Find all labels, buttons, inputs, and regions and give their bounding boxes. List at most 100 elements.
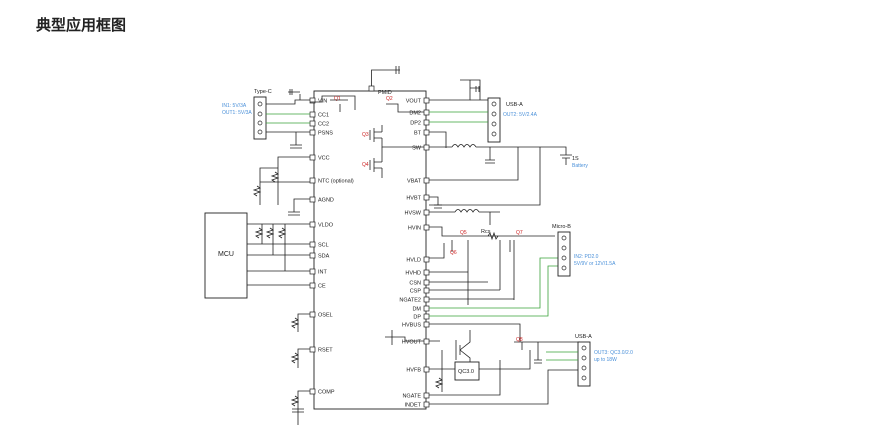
pin-hvsw (423, 209, 430, 216)
pin-sda-label: SDA (318, 254, 330, 260)
pin-int-label: INT (318, 270, 328, 276)
pin-comp-label: COMP (318, 390, 335, 396)
comp-network (290, 390, 310, 425)
pin-hvin-label: HVIN (408, 226, 421, 232)
qc30-block (454, 361, 480, 381)
pmid-pin (368, 85, 375, 92)
pin-ntc-label: NTC (optional) (318, 179, 354, 185)
pin-int (309, 268, 316, 275)
q1-label: Q1 (334, 96, 341, 102)
pin-csp (423, 287, 430, 294)
pin-dp2-label: DP2 (410, 121, 421, 127)
pin-hvout-label: HVOUT (402, 340, 422, 346)
pin-rset (309, 346, 316, 353)
pin-sda (309, 252, 316, 259)
typec-name: Type-C (254, 89, 272, 95)
pin-dm (423, 305, 430, 312)
q1-wire (310, 95, 356, 110)
mcu-block (204, 212, 248, 299)
pin-csp-label: CSP (410, 289, 422, 295)
ngate-indet-wires (429, 360, 580, 405)
typec-desc-1: IN1: 5V/3A (222, 103, 247, 109)
pin-sw-label: SW (412, 146, 422, 152)
pin-ce (309, 282, 316, 289)
pin-indet-label: INDET (405, 403, 422, 409)
q2-label: Q2 (386, 96, 393, 102)
pullup-resistors (254, 227, 287, 239)
pin-vcc-label: VCC (318, 156, 330, 162)
mcu-label: MCU (218, 251, 234, 258)
usba-bottom-name: USB-A (575, 334, 592, 340)
microb-desc-2: 5V/9V or 12V/1.5A (574, 261, 616, 267)
pin-hvbt (423, 194, 430, 201)
usba-top-desc: OUT2: 5V/2.4A (503, 112, 538, 118)
typec-desc-2: OUT1: 5V/3A (222, 110, 252, 116)
pin-hvout (423, 338, 430, 345)
battery-name: 1S (572, 156, 579, 162)
page-title: 典型应用框图 (36, 16, 127, 34)
hvbus-hvout-wires (385, 323, 521, 345)
pin-csn-label: CSN (409, 281, 421, 287)
battery-desc: Battery (572, 163, 588, 169)
vcc-ntc-network (259, 156, 310, 205)
sw-inductor (451, 144, 477, 148)
qc30-label: QC3.0 (458, 369, 474, 375)
pin-vcc (309, 154, 316, 161)
battery-symbol: 1S Battery (560, 146, 588, 169)
pin-dm-label: DM (412, 307, 421, 313)
pin-csn (423, 279, 430, 286)
pin-vin-label: VIN (318, 99, 327, 105)
q8-label: Q8 (516, 337, 523, 343)
q8-output (514, 341, 580, 364)
usba-top-connector: USB-A OUT2: 5V/2.4A (487, 97, 538, 143)
pin-cc1-label: CC1 (318, 113, 329, 119)
vout-wire (429, 79, 481, 101)
q3-label: Q3 (362, 132, 369, 138)
pin-cc1 (309, 111, 316, 118)
q4-label: Q4 (362, 162, 369, 168)
agnd-cap (288, 198, 310, 216)
pin-dm2-label: DM2 (409, 111, 421, 117)
microb-name: Micro-B (552, 224, 571, 230)
rcs-resistor (487, 231, 499, 241)
q5-label: Q5 (460, 230, 467, 236)
usba-bottom-desc-1: OUT3: QC3.0/2.0 (594, 350, 633, 356)
pin-vbat-label: VBAT (407, 179, 422, 185)
pin-hvfb (423, 366, 430, 373)
pin-osel (309, 311, 316, 318)
npn-transistor (455, 330, 471, 362)
pin-vbat (423, 177, 430, 184)
pin-psns (309, 129, 316, 136)
pin-vin (309, 97, 316, 104)
microb-desc-1: IN2: PD2.0 (574, 254, 599, 260)
pin-vldo (309, 221, 316, 228)
pin-hvbus (423, 321, 430, 328)
pin-agnd-label: AGND (318, 198, 334, 204)
ntc-resistors (252, 171, 280, 197)
hvbt-cap (429, 196, 442, 209)
pmid-label: PMID (378, 90, 392, 96)
hv-sense-wires (429, 271, 514, 300)
pin-scl (309, 241, 316, 248)
pmid-cap-wire (371, 66, 400, 86)
bt-wire (429, 131, 447, 148)
pin-osel-label: OSEL (318, 313, 333, 319)
pin-vout-label: VOUT (406, 99, 422, 105)
pin-cc2-label: CC2 (318, 122, 329, 128)
hv-fets-wiring (429, 240, 515, 305)
pin-scl-label: SCL (318, 243, 329, 249)
dm-dp-wires (429, 257, 560, 317)
q4-transistor (369, 147, 383, 178)
hvsw-inductor (429, 209, 500, 225)
pin-ngate-label: NGATE (402, 394, 421, 400)
osel-resistor (290, 313, 310, 332)
rcs-label: Rcs (481, 229, 491, 235)
pin-cc2 (309, 120, 316, 127)
vin-cap (288, 89, 300, 95)
q3-transistor (369, 125, 424, 148)
pin-dp (423, 313, 430, 320)
q6-label: Q6 (450, 250, 457, 256)
pin-vldo-label: VLDO (318, 223, 334, 229)
battery-bus (429, 146, 560, 206)
mcu-bus-wires (247, 223, 310, 286)
